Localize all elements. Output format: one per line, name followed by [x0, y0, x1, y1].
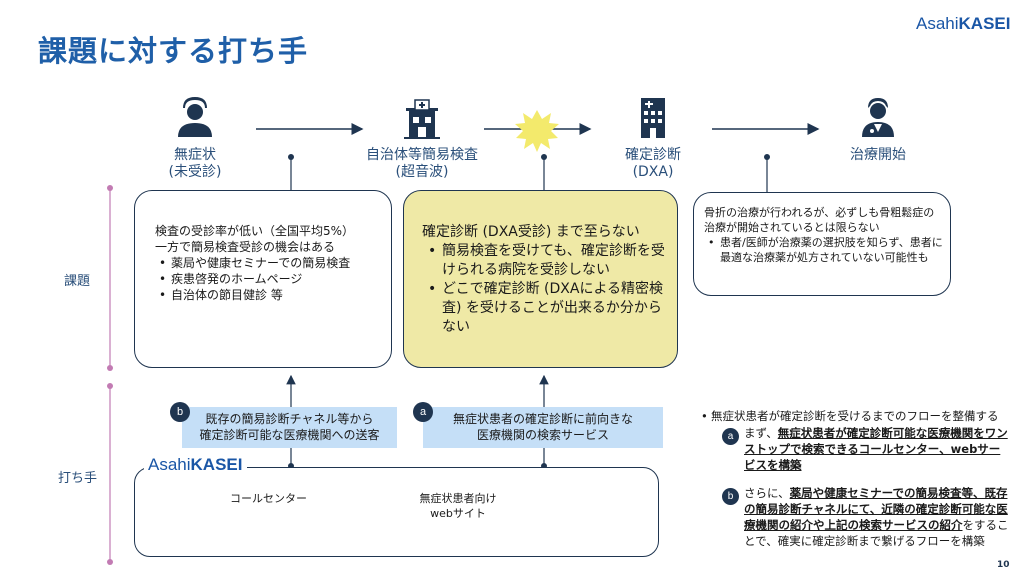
issue-bullet: どこで確定診断 (DXAによる精密検査) を受けることが出来るか分からない — [422, 280, 670, 337]
clinic-building-icon — [404, 99, 440, 139]
page-title: 課題に対する打ち手 — [38, 34, 309, 68]
row-label-issues: 課題 — [64, 274, 91, 289]
stage-label-simple-test: 自治体等簡易検査 (超音波) — [366, 147, 478, 180]
issue-bullet: 簡易検査を受けても、確定診断を受けられる病院を受診しない — [422, 242, 670, 280]
stage-label-diagnosis: 確定診断 (DXA) — [625, 147, 681, 180]
stage-label-treatment: 治療開始 — [850, 147, 906, 163]
company-box-logo: AsahiKASEI — [144, 455, 247, 475]
channel-referral-box: 既存の簡易診断チャネル等から 確定診断可能な医療機関への送客 — [182, 407, 397, 448]
person-icon — [178, 97, 212, 137]
badge-a-right: a — [722, 428, 739, 445]
company-logo: AsahiKASEI — [916, 14, 1011, 33]
issue-bullet: 自治体の節目健診 等 — [155, 287, 387, 303]
right-panel-item-a: まず、無症状患者が確定診断可能な医療機関をワンストップで検索できるコールセンター… — [744, 426, 1008, 472]
doctor-icon — [862, 98, 894, 137]
company-services-box — [134, 467, 659, 557]
badge-a: a — [413, 402, 433, 422]
issue-box-diagnosis: 確定診断 (DXA受診) まで至らない 簡易検査を受けても、確定診断を受けられる… — [403, 190, 678, 368]
issue-bullet: 患者/医師が治療薬の選択肢を知らず、患者に最適な治療薬が処方されていない可能性も — [704, 235, 944, 265]
web-site-label: 無症状患者向け webサイト — [419, 492, 497, 520]
problem-burst-icon — [515, 110, 559, 152]
hospital-building-icon — [641, 98, 665, 138]
row-label-measures: 打ち手 — [58, 471, 98, 486]
issue-box-asymptomatic: 検査の受診率が低い（全国平均5%） 一方で簡易検査受診の機会はある 薬局や健康セ… — [134, 190, 392, 368]
badge-b-right: b — [722, 488, 739, 505]
badge-b: b — [170, 402, 190, 422]
issue-bullet: 薬局や健康セミナーでの簡易検査 — [155, 255, 387, 271]
page-number: 10 — [997, 560, 1010, 570]
right-panel-item-b: さらに、薬局や健康セミナーでの簡易検査等、既存の簡易診断チャネルにて、近隣の確定… — [744, 486, 1009, 548]
issue-box-treatment: 骨折の治療が行われるが、必ずしも骨粗鬆症の治療が開始されているとは限らない 患者… — [693, 192, 951, 296]
channel-search-service-box: 無症状患者の確定診断に前向きな 医療機関の検索サービス — [423, 407, 663, 448]
right-panel-intro: • 無症状患者が確定診断を受けるまでのフローを整備する — [701, 409, 999, 423]
call-center-label: コールセンター — [230, 492, 307, 505]
stage-label-asymptomatic: 無症状 (未受診) — [168, 147, 222, 180]
issue-bullet: 疾患啓発のホームページ — [155, 271, 387, 287]
